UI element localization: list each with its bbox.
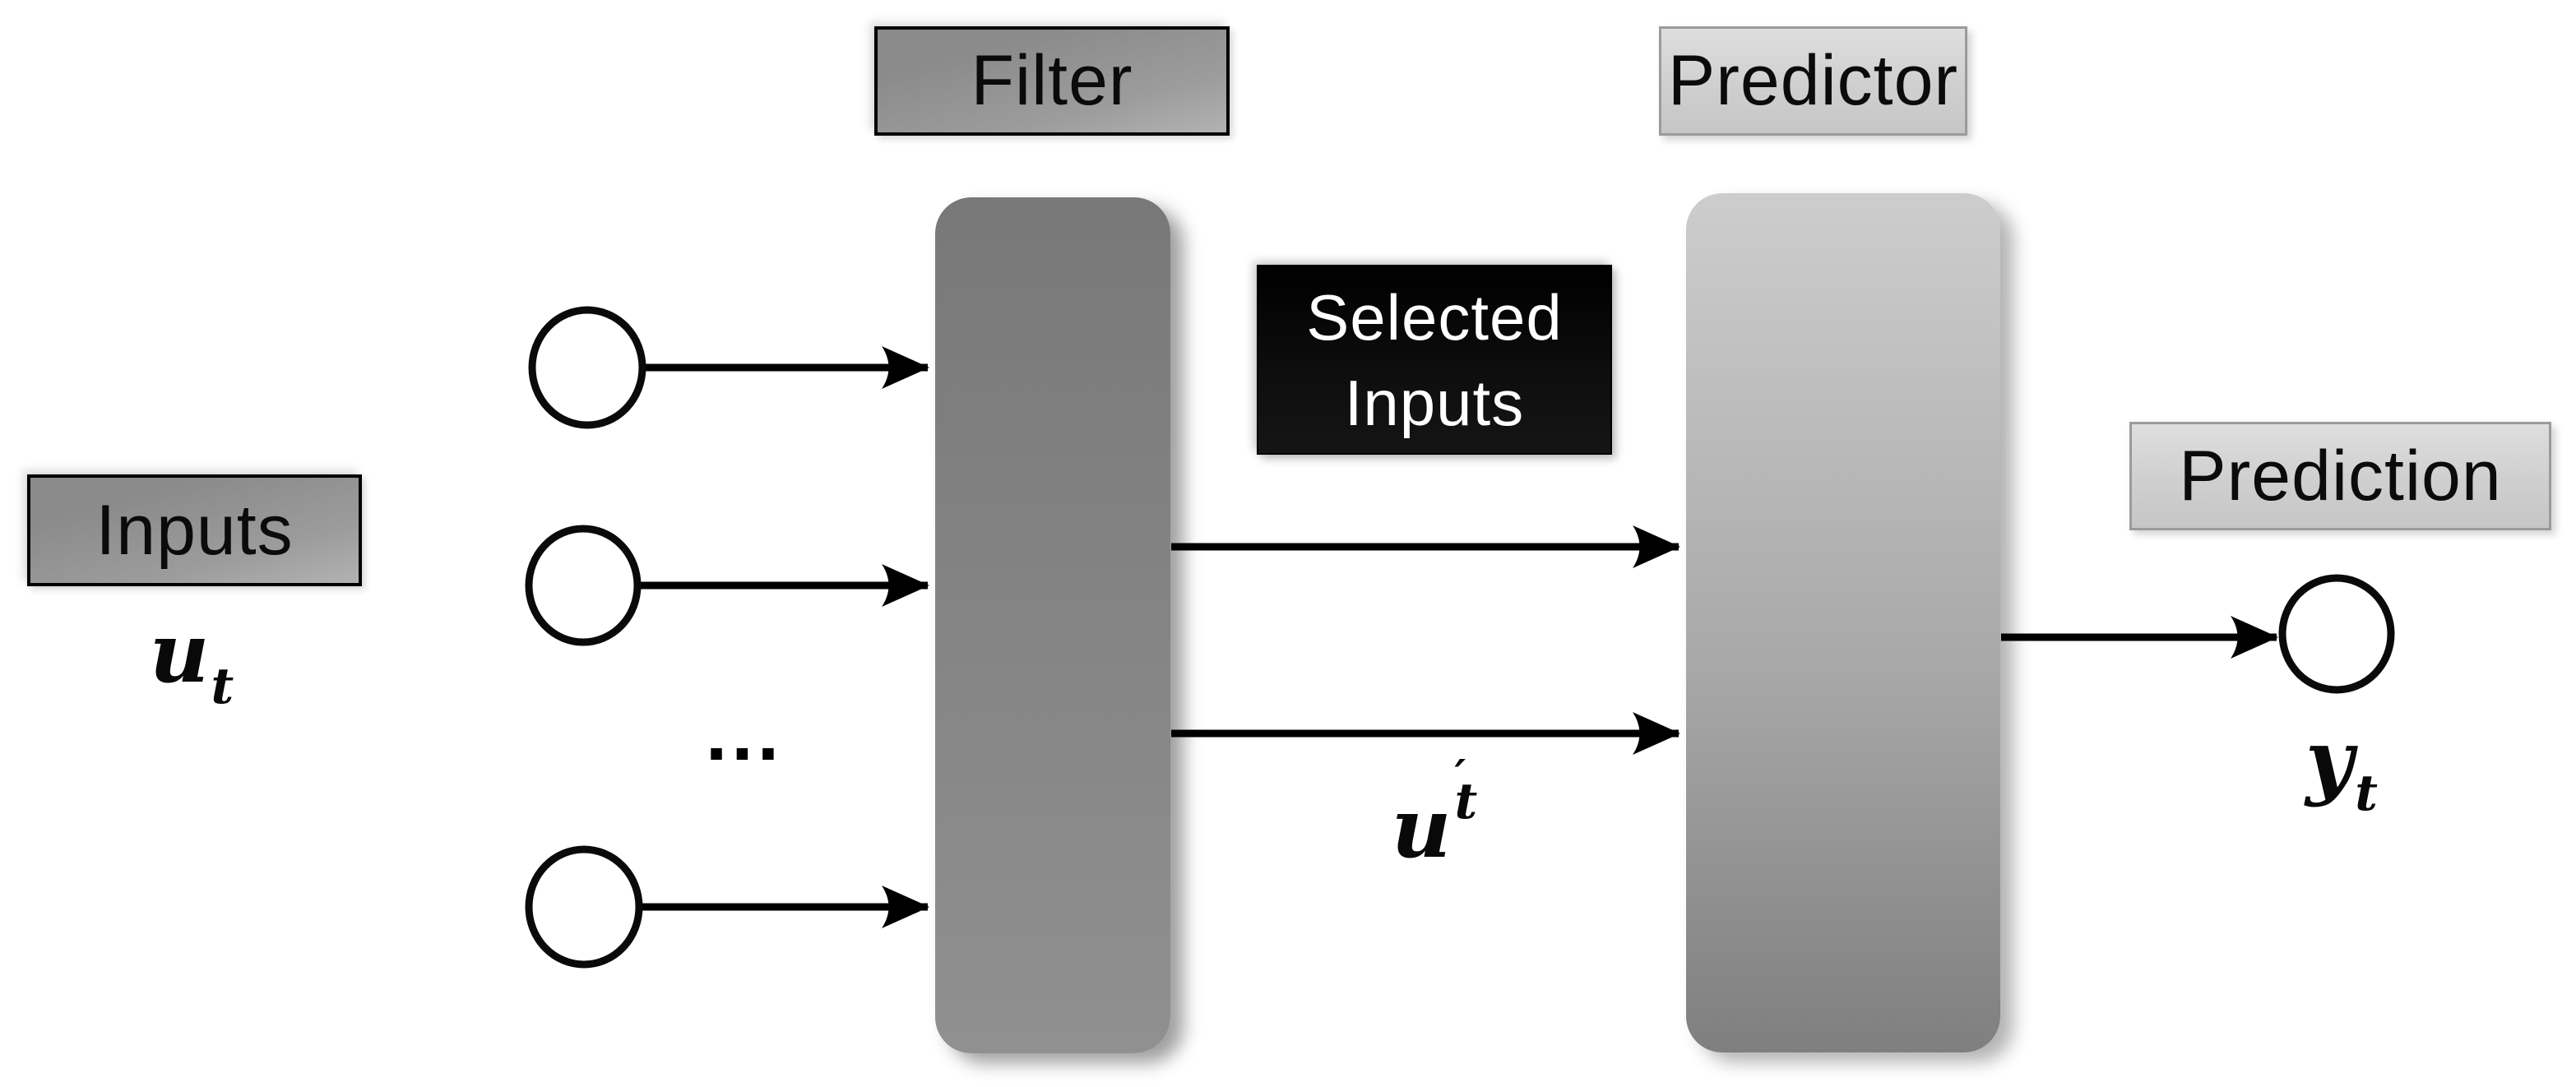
selected-vector-base: u [1391, 779, 1452, 877]
prediction-node-circle [2278, 574, 2395, 694]
output-vector-subscript: t [2355, 764, 2378, 822]
selected-inputs-box: Selected Inputs [1257, 265, 1612, 455]
input-vector-base: u [149, 604, 210, 701]
selected-inputs-line1: Selected [1306, 280, 1563, 354]
input-vector-subscript: t [211, 657, 234, 715]
filter-label: Filter [971, 41, 1133, 120]
predictor-label-box: Predictor [1659, 26, 1967, 136]
selected-vector-subscript: t [1454, 772, 1478, 830]
inputs-label: Inputs [95, 490, 294, 570]
inputs-label-box: Inputs [27, 474, 362, 586]
input-ellipsis: ... [705, 690, 784, 777]
filter-block [935, 197, 1170, 1053]
input-node-circle-2 [525, 525, 642, 646]
selected-vector-prime: ′ [1454, 751, 1466, 801]
input-node-circle-1 [528, 306, 646, 429]
prediction-label-box: Prediction [2129, 422, 2551, 530]
filter-label-box: Filter [874, 26, 1230, 136]
selected-vector-symbol: u′t [1344, 755, 1525, 877]
predictor-label: Predictor [1667, 41, 1959, 120]
prediction-label: Prediction [2179, 436, 2502, 516]
predictor-block [1686, 193, 2000, 1052]
input-node-circle-3 [525, 845, 643, 969]
output-vector-base: y [2305, 711, 2354, 808]
selected-inputs-line2: Inputs [1344, 366, 1525, 439]
